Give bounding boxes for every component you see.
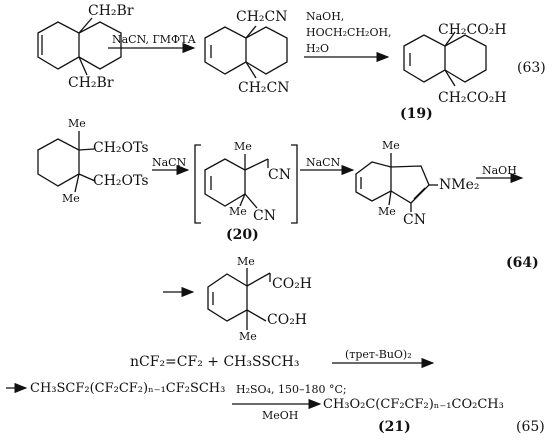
equation-number-65: (65) bbox=[516, 419, 545, 435]
label-ch2ots-bottom: CH₂OTs bbox=[93, 173, 149, 189]
label-ch2br-top: CH₂Br bbox=[88, 3, 134, 19]
reagent-nacn-2: NaCN bbox=[306, 156, 341, 169]
label-me-hydrindene-top: Me bbox=[382, 139, 400, 152]
equation-number-64: (64) bbox=[506, 255, 539, 271]
label-me-top-sm: Me bbox=[68, 117, 86, 130]
reaction-65-intermediate: CH₃SCF₂(CF₂CF₂)ₙ₋₁CF₂SCH₃ bbox=[30, 381, 226, 396]
label-co2h-final-top: CO₂H bbox=[272, 276, 313, 292]
label-cn-int-bottom: CN bbox=[253, 208, 276, 224]
cyclohexene-diacid-structure bbox=[207, 268, 271, 330]
label-cn-int-top: CN bbox=[268, 167, 291, 183]
label-me-int-top: Me bbox=[234, 140, 252, 153]
label-ch2cn-top: CH₂CN bbox=[236, 9, 288, 25]
bicyclic-diacid-structure bbox=[403, 31, 487, 87]
label-me-final-bottom: Me bbox=[239, 330, 257, 343]
reaction-65-product: CH₃O₂C(CF₂CF₂)ₙ₋₁CO₂CH₃ bbox=[323, 397, 504, 412]
reagent-nacn-hmpa: NaCN, ГМФТА bbox=[112, 33, 196, 46]
reagent-ethylene-glycol: HOCH₂CH₂OH, bbox=[306, 26, 392, 39]
bicyclic-dibromide-structure bbox=[37, 17, 122, 76]
reagent-nacn-1: NaCN bbox=[152, 156, 187, 169]
reagent-h2so4-temperature: H₂SO₄, 150–180 °C; bbox=[236, 383, 347, 396]
label-cn-hydrindene: CN bbox=[403, 212, 426, 228]
label-ch2co2h-top: CH₂CO₂H bbox=[438, 22, 507, 38]
reagent-water: H₂O bbox=[306, 42, 330, 55]
compound-number-19: (19) bbox=[400, 106, 433, 122]
compound-number-21: (21) bbox=[378, 419, 411, 435]
bracket-left bbox=[194, 144, 201, 224]
label-me-int-bottom: Me bbox=[229, 205, 247, 218]
reagent-methanol: MeOH bbox=[262, 409, 299, 422]
cyclohexane-ditosylate-structure bbox=[37, 131, 96, 193]
reagent-di-tert-butyl-peroxide: (трет-BuO)₂ bbox=[345, 348, 412, 361]
hydrindene-enamine-structure bbox=[355, 153, 438, 212]
label-me-bottom-sm: Me bbox=[62, 192, 80, 205]
label-ch2co2h-bottom: CH₂CO₂H bbox=[438, 90, 507, 106]
label-ch2ots-top: CH₂OTs bbox=[93, 140, 149, 156]
bicyclic-dinitrile-structure bbox=[204, 25, 288, 79]
bracket-right bbox=[291, 144, 298, 224]
label-nme2: NMe₂ bbox=[439, 177, 480, 193]
reagent-naoh: NaOH, bbox=[306, 10, 345, 23]
label-ch2cn-bottom: CH₂CN bbox=[238, 80, 290, 96]
label-co2h-final-bottom: CO₂H bbox=[267, 312, 308, 328]
cyclohexene-dinitrile-structure bbox=[204, 154, 269, 209]
reagent-naoh-64: NaOH bbox=[482, 164, 517, 177]
reaction-65-reactants: nCF₂=CF₂ + CH₃SSCH₃ bbox=[130, 354, 300, 370]
label-me-hydrindene-bottom: Me bbox=[378, 205, 396, 218]
compound-number-20: (20) bbox=[226, 227, 259, 243]
equation-number-63: (63) bbox=[517, 60, 546, 76]
label-me-final-top: Me bbox=[237, 255, 255, 268]
label-ch2br-bottom: CH₂Br bbox=[68, 75, 114, 91]
